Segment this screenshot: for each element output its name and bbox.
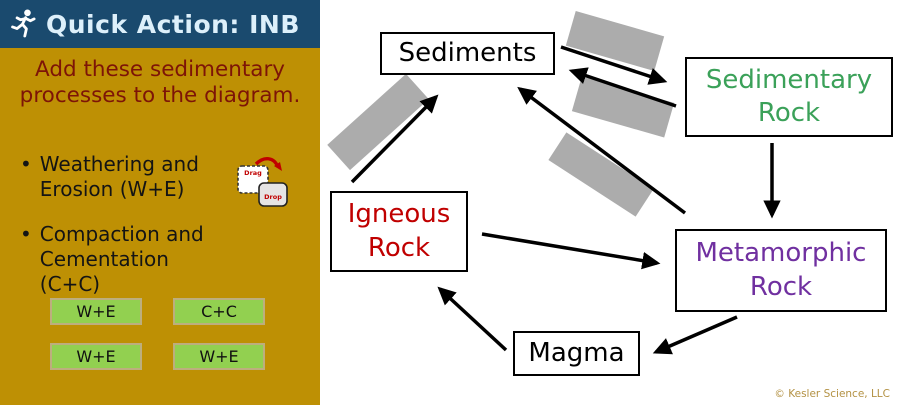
arrow-sedimentary-to-sediments <box>568 67 677 108</box>
node-sediments: Sediments <box>380 32 555 75</box>
quick-action-header: Quick Action: INB <box>0 0 320 48</box>
arrow-igneous-to-sediments <box>350 94 439 184</box>
process-chip-we-3[interactable]: W+E <box>173 343 265 370</box>
bullet-text: Weathering and Erosion (W+E) <box>39 152 199 201</box>
arrow-sediments-to-sedimentary <box>560 45 668 85</box>
bullet-item-compaction: • Compaction and Cementation (C+C) <box>20 222 232 297</box>
arrow-metamorphic-to-sediments <box>517 86 687 215</box>
instruction-text: Add these sedimentary processes to the d… <box>19 57 301 109</box>
node-magma: Magma <box>513 331 640 376</box>
page-title: Quick Action: INB <box>46 9 300 39</box>
arrow-magma-to-igneous <box>437 286 508 352</box>
arrow-igneous-to-metamorphic <box>481 232 661 270</box>
node-metamorphic-rock: Metamorphic Rock <box>675 229 887 312</box>
bullet-list: • Weathering and Erosion (W+E) • Compact… <box>20 152 232 317</box>
bullet-item-weathering: • Weathering and Erosion (W+E) <box>20 152 232 202</box>
node-igneous-rock: Igneous Rock <box>330 191 468 272</box>
arrow-metamorphic-to-magma <box>652 315 738 355</box>
bullet-marker: • <box>20 222 32 246</box>
drag-label: Drag <box>244 169 262 177</box>
sidebar: Quick Action: INB Add these sedimentary … <box>0 0 320 405</box>
process-chip-cc[interactable]: C+C <box>173 298 265 325</box>
runner-icon <box>11 9 36 38</box>
bullet-marker: • <box>20 152 32 176</box>
bullet-text: Compaction and Cementation (C+C) <box>39 222 204 296</box>
process-chip-we-1[interactable]: W+E <box>50 298 142 325</box>
node-sedimentary-rock: Sedimentary Rock <box>685 57 893 137</box>
copyright-credit: © Kesler Science, LLC <box>774 388 890 400</box>
process-chip-we-2[interactable]: W+E <box>50 343 142 370</box>
drop-label: Drop <box>264 193 282 201</box>
drag-drop-icon: Drag Drop <box>237 157 288 207</box>
